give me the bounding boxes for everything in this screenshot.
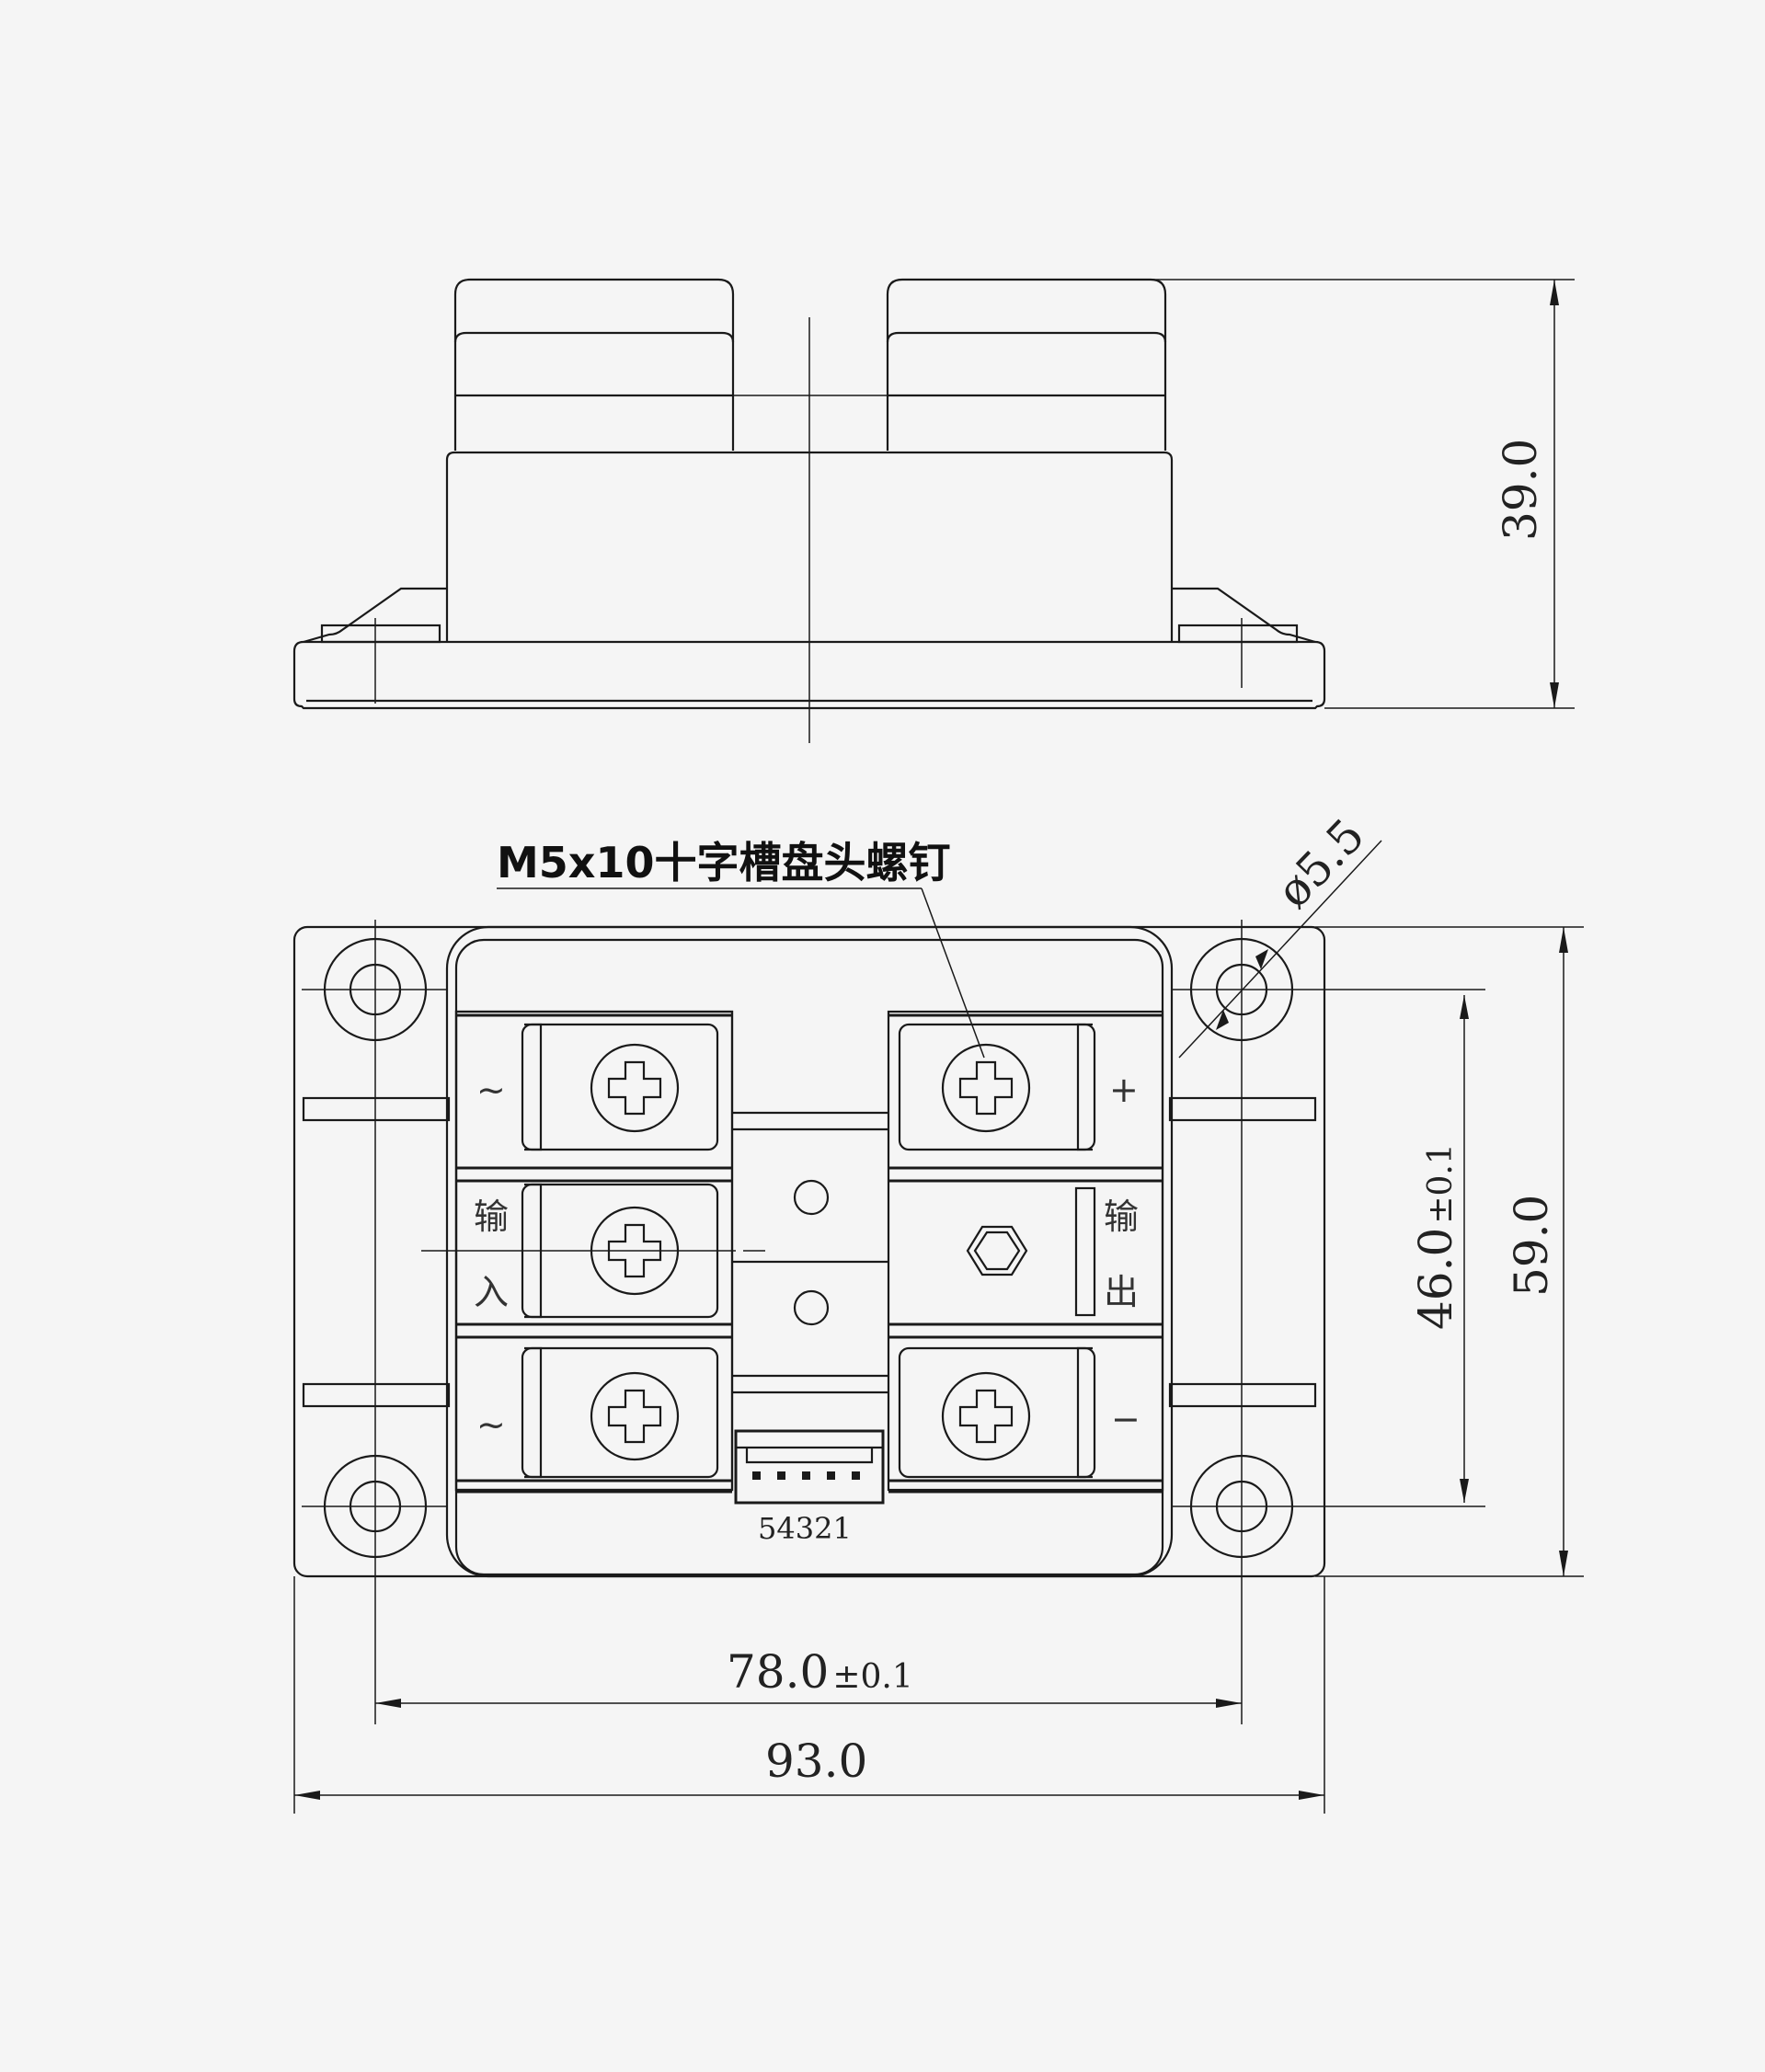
right-terminal-cap [886,278,1167,451]
hole-diameter-leader [1178,840,1382,1059]
hole-diameter-value: ø5.5 [1266,808,1375,918]
connector-pin-label: 54321 [758,1511,852,1546]
overall-height-value: 59.0 [1505,1195,1558,1297]
ac-top-mark: ~ [476,1070,506,1110]
overall-width-value: 93.0 [765,1734,867,1788]
center-hole-upper [793,1179,830,1216]
height-dimension-value: 39.0 [1494,439,1547,541]
input-mark-1: 输 [474,1196,509,1237]
screw-ac-bottom [590,1371,680,1461]
output-mark-1: 输 [1104,1196,1139,1237]
right-ear [1172,587,1316,644]
vertical-spacing-text: 46.0±0.1 [1409,1143,1462,1330]
housing-outline [445,925,1174,1578]
input-mark-2: 入 [474,1272,509,1312]
right-terminal-column [887,1010,1164,1492]
screw-callout-label: M5x10十字槽盘头螺钉 [497,838,950,887]
left-terminal-cap [453,278,735,451]
screw-minus [941,1371,1031,1461]
center-hole-lower [793,1289,830,1326]
screw-plus [941,1043,1031,1133]
minus-mark: − [1111,1399,1140,1439]
horizontal-spacing-text: 78.0±0.1 [727,1645,913,1699]
base-plate [292,640,1326,710]
plus-mark: + [1109,1070,1139,1110]
hex-nut [966,1225,1028,1276]
ac-bottom-mark: ~ [476,1404,506,1445]
top-view: ~ ~ 输 入 输 出 + − 54321 M5x10十字槽盘头螺钉 ø5.5 [292,808,1584,1814]
screw-ac-top [590,1043,680,1133]
left-ear [303,587,447,644]
side-view: 39.0 [292,278,1575,743]
signal-connector [734,1429,885,1505]
output-mark-2: 出 [1104,1272,1139,1312]
